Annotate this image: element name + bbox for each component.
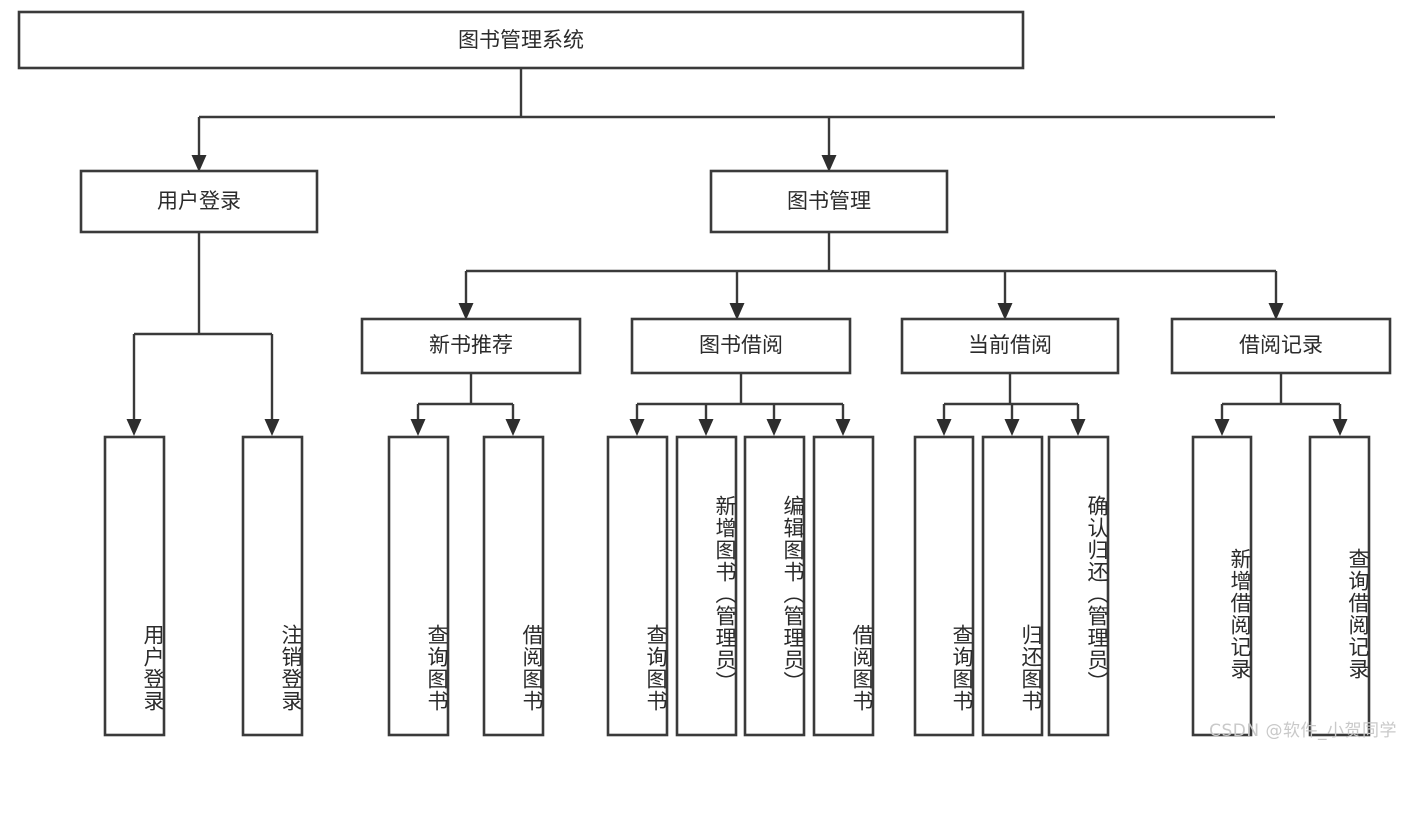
leaf-box-edit-book[interactable]	[743, 435, 806, 737]
node-user-login-label: 用户登录	[157, 189, 241, 213]
node-user-login[interactable]: 用户登录	[79, 169, 319, 234]
node-root[interactable]: 图书管理系统	[17, 10, 1025, 70]
arrow-to-leaf-borrow-book-1	[505, 419, 521, 436]
arrow-to-leaf-query-book-1	[410, 419, 426, 436]
diagram-canvas-container: 图书管理系统 用户登录 图书管理	[17, 10, 1397, 741]
arrow-to-leaf-user-login	[126, 419, 142, 436]
csdn-watermark: CSDN @软件_小贺同学	[1209, 721, 1397, 741]
connector-book-borrow-to-leaves	[629, 373, 851, 436]
node-book-borrow-label: 图书借阅	[699, 333, 783, 357]
leaf-box-add-book[interactable]	[675, 435, 738, 737]
node-current-borrow[interactable]: 当前借阅	[900, 317, 1120, 375]
leaf-box-query-book-3[interactable]	[913, 435, 975, 737]
node-user-login-box[interactable]	[79, 169, 319, 234]
leaf-box-query-book-1[interactable]	[387, 435, 450, 737]
arrow-to-book-borrow	[729, 303, 745, 320]
leaf-box-user-login[interactable]	[103, 435, 166, 737]
leaf-box-add-record[interactable]	[1191, 435, 1253, 737]
arrow-to-leaf-logout	[264, 419, 280, 436]
node-book-manage[interactable]: 图书管理	[709, 169, 949, 234]
leaf-box-borrow-book-1[interactable]	[482, 435, 545, 737]
leaf-box-borrow-book-2[interactable]	[812, 435, 875, 737]
node-new-book-rec-box[interactable]	[360, 317, 582, 375]
arrow-to-current-borrow	[997, 303, 1013, 320]
node-current-borrow-box[interactable]	[900, 317, 1120, 375]
arrow-to-leaf-edit-book	[766, 419, 782, 436]
connector-root-to-level2	[191, 68, 1275, 172]
arrow-to-borrow-record	[1268, 303, 1284, 320]
arrow-to-leaf-borrow-book-2	[835, 419, 851, 436]
connector-new-book-rec-to-leaves	[410, 373, 521, 436]
connector-user-login-to-leaves	[126, 232, 280, 436]
tree-diagram: 图书管理系统 用户登录 图书管理	[17, 10, 1392, 737]
arrow-to-leaf-confirm-return	[1070, 419, 1086, 436]
leaf-box-return-book[interactable]	[981, 435, 1044, 737]
node-current-borrow-label: 当前借阅	[968, 333, 1052, 357]
node-borrow-record-label: 借阅记录	[1239, 333, 1323, 357]
node-book-manage-label: 图书管理	[787, 189, 871, 213]
arrow-to-leaf-return-book	[1004, 419, 1020, 436]
leaf-box-query-book-2[interactable]	[606, 435, 669, 737]
arrow-to-leaf-query-record	[1332, 419, 1348, 436]
node-root-box[interactable]	[17, 10, 1025, 70]
node-book-borrow[interactable]: 图书借阅	[630, 317, 852, 375]
node-borrow-record[interactable]: 借阅记录	[1170, 317, 1392, 375]
connector-book-manage-to-level3	[458, 232, 1284, 320]
arrow-to-leaf-add-book	[698, 419, 714, 436]
node-root-label: 图书管理系统	[458, 28, 584, 52]
arrow-to-leaf-query-book-3	[936, 419, 952, 436]
arrow-to-leaf-add-record	[1214, 419, 1230, 436]
arrow-to-user-login	[191, 155, 207, 172]
connector-current-borrow-to-leaves	[936, 373, 1086, 436]
node-new-book-rec[interactable]: 新书推荐	[360, 317, 582, 375]
leaf-box-confirm-return[interactable]	[1047, 435, 1110, 737]
arrow-to-leaf-query-book-2	[629, 419, 645, 436]
connector-borrow-record-to-leaves	[1214, 373, 1348, 436]
leaf-box-query-record[interactable]	[1308, 435, 1371, 737]
arrow-to-new-book-rec	[458, 303, 474, 320]
leaf-box-logout[interactable]	[241, 435, 304, 737]
arrow-to-book-manage	[821, 155, 837, 172]
node-new-book-rec-label: 新书推荐	[429, 333, 513, 357]
